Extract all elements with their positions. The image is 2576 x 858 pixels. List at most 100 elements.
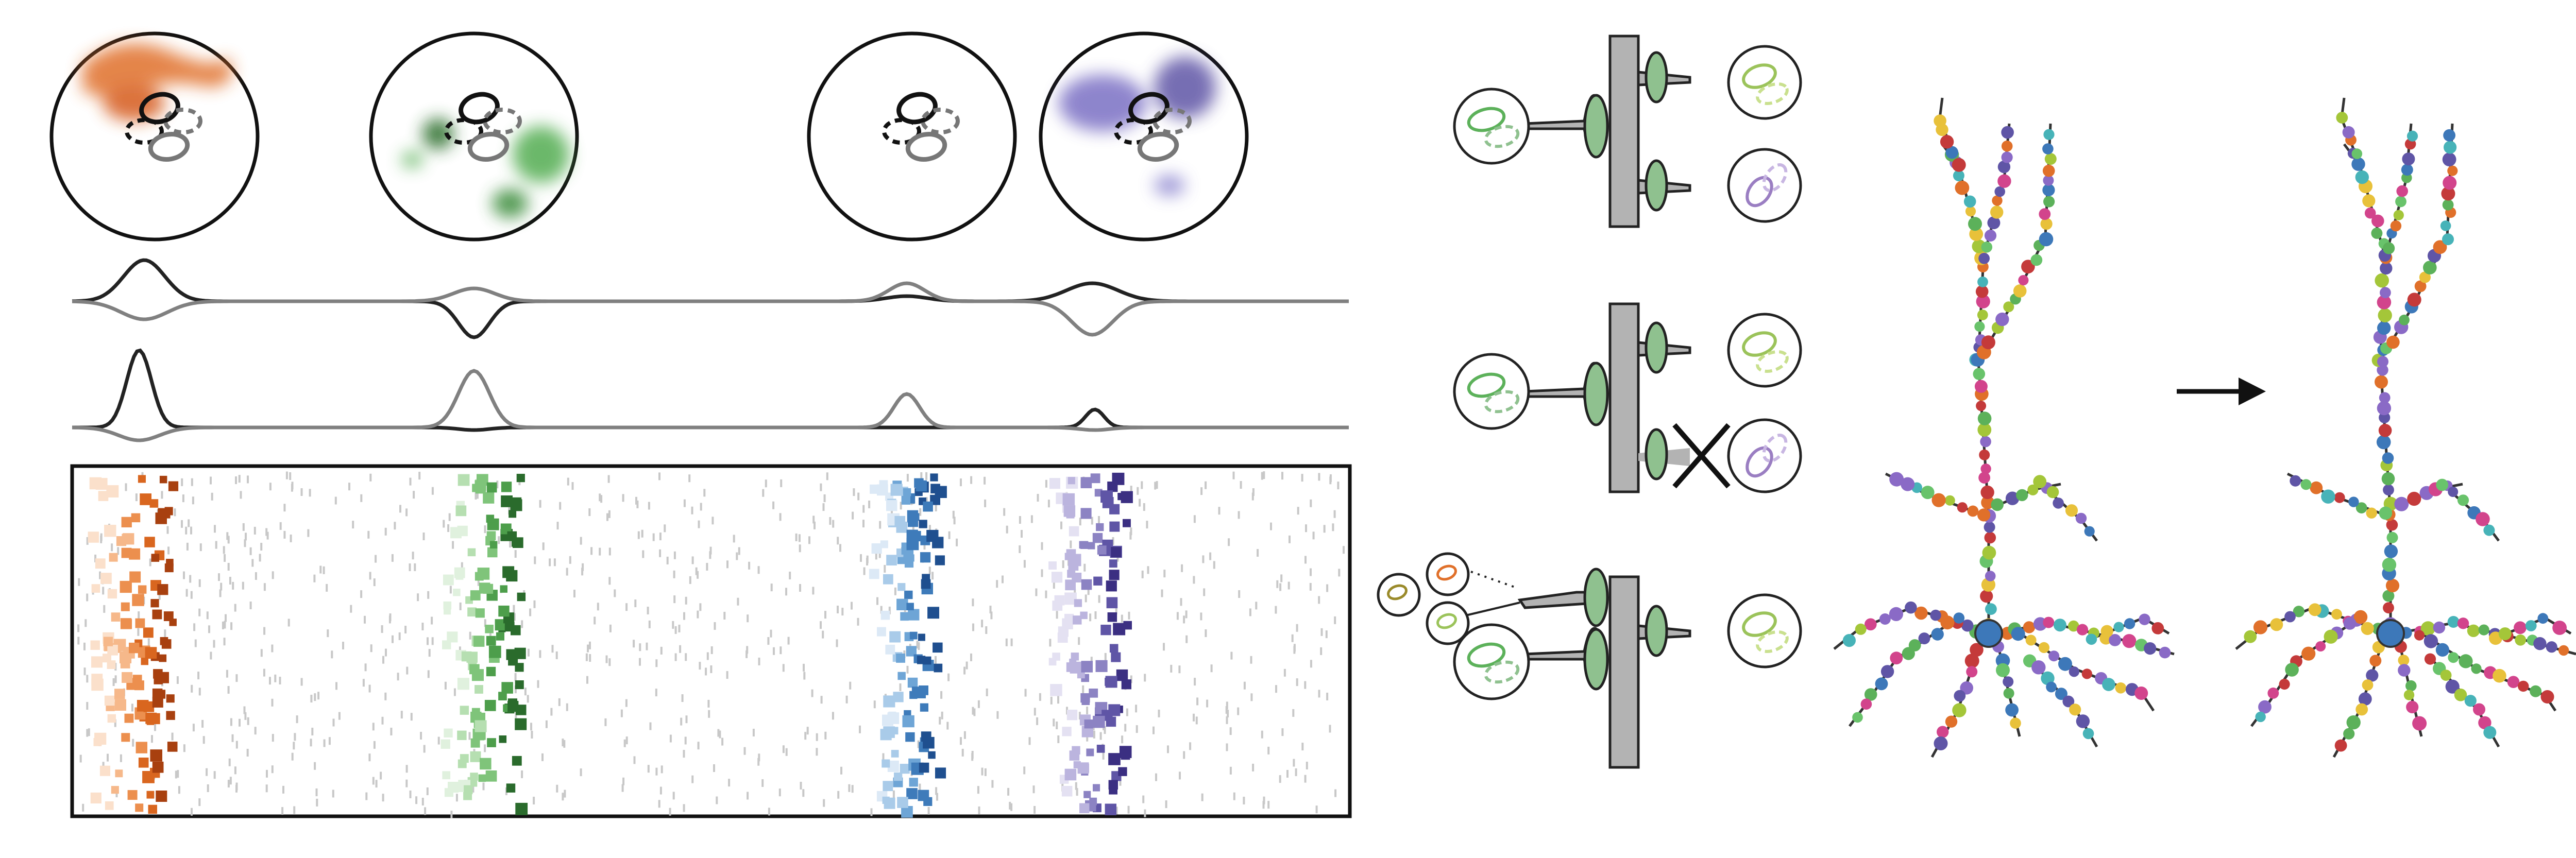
synapse-dot: [2069, 703, 2081, 716]
synapse-dot: [1934, 736, 1948, 750]
synapse-dot: [2102, 678, 2115, 691]
synapse-dot: [1980, 485, 1994, 500]
synapse-dot: [2244, 630, 2257, 643]
synapse-dot: [2001, 140, 2013, 152]
synapse-dot: [1931, 628, 1944, 641]
synapse-dot: [2076, 624, 2089, 636]
synapse-dot: [2546, 641, 2557, 653]
synapse-dot: [2537, 613, 2549, 624]
synapse-dot: [2448, 487, 2459, 497]
synapse-dot: [2366, 507, 2377, 519]
synapse-dot: [2308, 603, 2321, 616]
synapse-dot: [1990, 205, 2004, 219]
synapse-dot: [2343, 617, 2357, 630]
synapse-dot: [1945, 715, 1958, 728]
raster-assembly-spikes: [88, 472, 1133, 818]
synapse-dot: [2552, 621, 2567, 635]
synapse-dot: [2401, 164, 2413, 176]
synapse-dot: [2483, 524, 2495, 536]
synapse-dot: [2384, 544, 2398, 558]
synapse-dot: [2005, 491, 2020, 505]
synapse-dot: [1889, 472, 1904, 487]
synapse-dot: [1985, 603, 1997, 615]
synapse-dot: [2378, 308, 2392, 322]
synapse-dot: [2533, 637, 2547, 650]
synapse-dot: [2075, 512, 2087, 524]
synapse-dot: [2139, 613, 2150, 625]
synapse-dot: [2284, 611, 2296, 623]
synapse-dot: [2358, 692, 2372, 706]
synapse-dot: [2355, 502, 2367, 513]
synapse-dot: [2011, 627, 2025, 641]
synapse-dot: [2433, 621, 2446, 634]
synapse-dot: [2069, 666, 2079, 677]
synapse-dot: [1953, 170, 1964, 181]
synapse-dot: [1970, 643, 1984, 657]
synapse-dot: [1980, 590, 1993, 603]
synapse-dot: [2530, 685, 2542, 697]
synapse-dot: [2379, 506, 2393, 520]
synapse-dot: [1992, 195, 2003, 206]
synapse-dot: [1994, 186, 2005, 197]
synapse-dot: [2270, 618, 2283, 631]
synapse-dot: [2412, 716, 2427, 731]
synapse-dot: [1977, 310, 1988, 320]
synapse-dot: [1974, 380, 1988, 393]
synapse-dot: [2457, 494, 2469, 506]
synapse-dot: [2447, 616, 2460, 628]
synapse-dot: [1977, 277, 1988, 287]
synapse-dot: [1964, 654, 1979, 668]
synapse-dot: [2010, 717, 2021, 729]
synapse-dot: [1975, 285, 1989, 298]
synapse-dot: [2053, 619, 2066, 632]
synapse-dot: [1995, 653, 2010, 668]
ring-set-3: [882, 92, 960, 162]
synapse-dot: [2448, 652, 2459, 663]
synapse-dot: [2062, 695, 2075, 708]
synapse-dot: [2043, 129, 2055, 140]
synapse-dot: [2258, 700, 2272, 714]
synapse-dot: [2473, 703, 2485, 716]
soma: [2376, 619, 2405, 648]
synapse-dot: [2005, 703, 2019, 717]
synapse-dot: [1976, 401, 1987, 411]
synapse-dot: [1937, 726, 1949, 738]
synapse-dot: [2043, 616, 2055, 628]
synapse-dot: [2386, 335, 2400, 349]
synapse-dot: [1852, 712, 1863, 723]
synapse-dot: [2371, 227, 2383, 239]
synapse-dot: [1934, 114, 1946, 127]
synapse-dot: [2113, 622, 2124, 632]
synapse-dot: [1921, 486, 1935, 500]
synapse-dot: [2267, 688, 2279, 699]
synapse-dot: [2383, 484, 2394, 496]
synapse-dot: [1944, 495, 1955, 506]
synapse-dot: [2442, 199, 2454, 211]
synapse-dot: [2383, 242, 2395, 254]
place-field-circle-green: [369, 31, 579, 242]
synapse-dot: [2377, 356, 2388, 368]
synapse-dot: [2290, 475, 2301, 487]
synapse-dot: [2030, 254, 2043, 266]
synapse-dot: [2334, 739, 2347, 752]
synapse-dot: [2351, 148, 2363, 159]
raster-assembly-blue: [869, 473, 947, 818]
synapse-dot: [2433, 240, 2447, 254]
cross-icon: [1672, 423, 1731, 489]
raster-assembly-orange: [88, 475, 179, 814]
synapse-dot: [2371, 214, 2384, 228]
synapse-dot: [2440, 670, 2452, 681]
synapse-dot: [2053, 497, 2064, 509]
synapse-dot: [1977, 411, 1992, 425]
trace-top-black: [72, 258, 1349, 339]
synapse-dot: [2377, 401, 2392, 416]
synapse-dot: [1967, 505, 1979, 517]
synapse-dot: [2483, 726, 2497, 739]
synapse-dot: [2398, 655, 2410, 666]
synapse-dot: [2493, 668, 2506, 683]
synapse-dot: [2464, 695, 2477, 707]
synapse-dot: [1914, 606, 1928, 620]
synapse-dot: [2046, 681, 2057, 693]
synapse-dot: [1996, 663, 2010, 677]
